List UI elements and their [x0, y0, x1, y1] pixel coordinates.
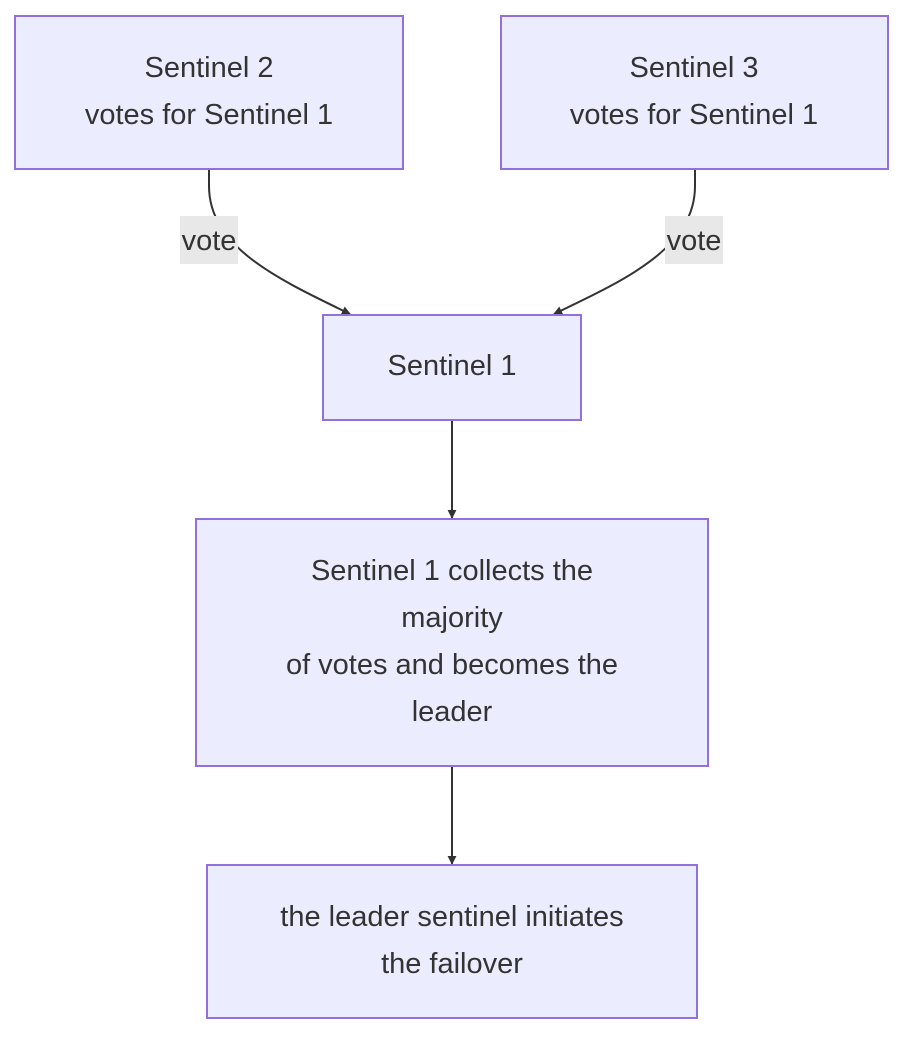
edge-sentinel-3-to-sentinel-1	[553, 170, 696, 315]
edge-label-text: vote	[182, 225, 237, 257]
node-label-line: votes for Sentinel 1	[85, 99, 333, 131]
node-label-line: Sentinel 1 collects the	[311, 555, 593, 587]
node-label-line: the leader sentinel initiates	[280, 901, 623, 933]
edge-label-vote-left: vote	[180, 216, 238, 264]
node-label-line: leader	[412, 696, 493, 728]
node-box	[195, 518, 709, 767]
edge-label-vote-right: vote	[665, 216, 723, 264]
node-box	[500, 15, 889, 170]
node-box	[206, 864, 698, 1019]
node-sentinel-3: Sentinel 3 votes for Sentinel 1	[500, 15, 889, 170]
node-collects-majority: Sentinel 1 collects the majority of vote…	[195, 518, 709, 767]
node-label-line: Sentinel 1	[388, 350, 517, 382]
node-initiates-failover: the leader sentinel initiates the failov…	[206, 864, 698, 1019]
node-sentinel-1: Sentinel 1	[322, 314, 582, 421]
node-box	[322, 314, 582, 421]
edge-label-background	[180, 216, 238, 264]
node-sentinel-2: Sentinel 2 votes for Sentinel 1	[14, 15, 404, 170]
node-label-line: Sentinel 2	[145, 52, 274, 84]
edge-label-background	[665, 216, 723, 264]
node-label-line: of votes and becomes the	[286, 649, 618, 681]
edge-label-text: vote	[667, 225, 722, 257]
node-label-line: Sentinel 3	[630, 52, 759, 84]
edge-sentinel-2-to-sentinel-1	[208, 170, 351, 315]
edges	[208, 170, 696, 865]
node-label-line: the failover	[381, 948, 523, 980]
node-box	[14, 15, 404, 170]
node-label-line: votes for Sentinel 1	[570, 99, 818, 131]
node-label-line: majority	[401, 602, 503, 634]
